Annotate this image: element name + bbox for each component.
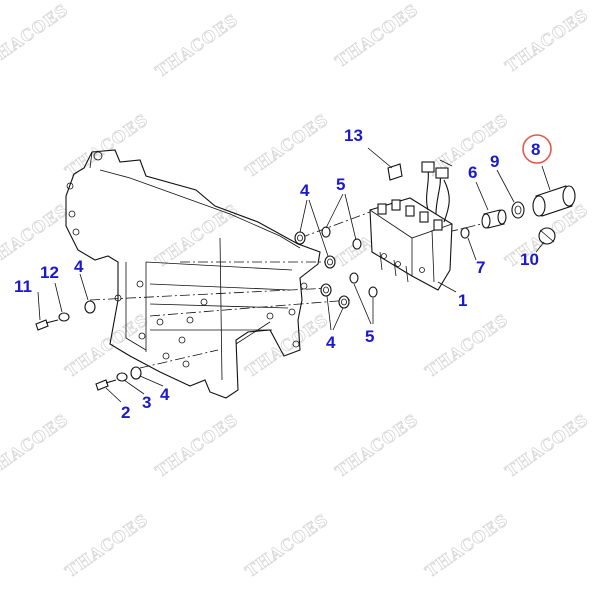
callout-6: 6 bbox=[468, 163, 477, 182]
lower-fasteners bbox=[95, 366, 142, 391]
callout-13: 13 bbox=[344, 126, 363, 145]
item-9-ring bbox=[511, 201, 525, 219]
item-10-cap bbox=[538, 227, 556, 245]
callout-labels: 11 12 4 2 3 4 4 5 4 5 1 13 6 9 8 7 10 bbox=[14, 126, 540, 422]
callout-7: 7 bbox=[476, 258, 485, 277]
watermark-text: THACOES bbox=[422, 310, 512, 381]
leader-lines bbox=[37, 147, 551, 403]
callout-12: 12 bbox=[40, 263, 59, 282]
callout-4-upper: 4 bbox=[300, 181, 310, 200]
watermark-text: THACOES bbox=[332, 0, 422, 71]
watermark-text: THACOES bbox=[62, 110, 152, 181]
o-rings bbox=[294, 231, 350, 309]
watermark-text: THACOES bbox=[0, 0, 72, 71]
callout-4-bottom: 4 bbox=[326, 333, 336, 352]
item-8-highlight-ring bbox=[522, 134, 552, 164]
callout-2: 2 bbox=[121, 403, 130, 422]
item-8-sensor bbox=[532, 185, 576, 217]
callout-11: 11 bbox=[14, 277, 32, 296]
callout-5-upper: 5 bbox=[336, 175, 345, 194]
callout-3: 3 bbox=[142, 393, 151, 412]
valve-block bbox=[369, 197, 453, 291]
callout-9: 9 bbox=[490, 152, 499, 171]
watermark-text: THACOES bbox=[62, 510, 152, 581]
watermark-text: THACOES bbox=[152, 10, 242, 81]
watermark-text: THACOES bbox=[502, 5, 592, 76]
watermark-text: THACOES bbox=[502, 410, 592, 481]
watermark-text: THACOES bbox=[242, 510, 332, 581]
callout-5-bottom: 5 bbox=[365, 327, 374, 346]
left-fasteners bbox=[35, 300, 96, 331]
watermark-text: THACOES bbox=[0, 410, 72, 481]
callout-8: 8 bbox=[531, 140, 540, 159]
callout-4-left: 4 bbox=[74, 257, 84, 276]
seals bbox=[321, 226, 378, 298]
item-7-washer bbox=[460, 227, 470, 239]
watermark-text: THACOES bbox=[0, 200, 72, 271]
wiring-harness bbox=[421, 159, 453, 223]
watermark-text: THACOES bbox=[152, 410, 242, 481]
watermark-text: THACOES bbox=[242, 310, 332, 381]
callout-10: 10 bbox=[520, 250, 539, 269]
callout-4-lower: 4 bbox=[160, 385, 170, 404]
item-6-fitting bbox=[481, 209, 507, 229]
watermark-text: THACOES bbox=[242, 110, 332, 181]
centre-lines bbox=[89, 211, 491, 369]
watermark-text: THACOES bbox=[422, 510, 512, 581]
mounting-bracket bbox=[65, 149, 321, 399]
watermark-text: THACOES bbox=[332, 410, 422, 481]
callout-1: 1 bbox=[458, 291, 467, 310]
